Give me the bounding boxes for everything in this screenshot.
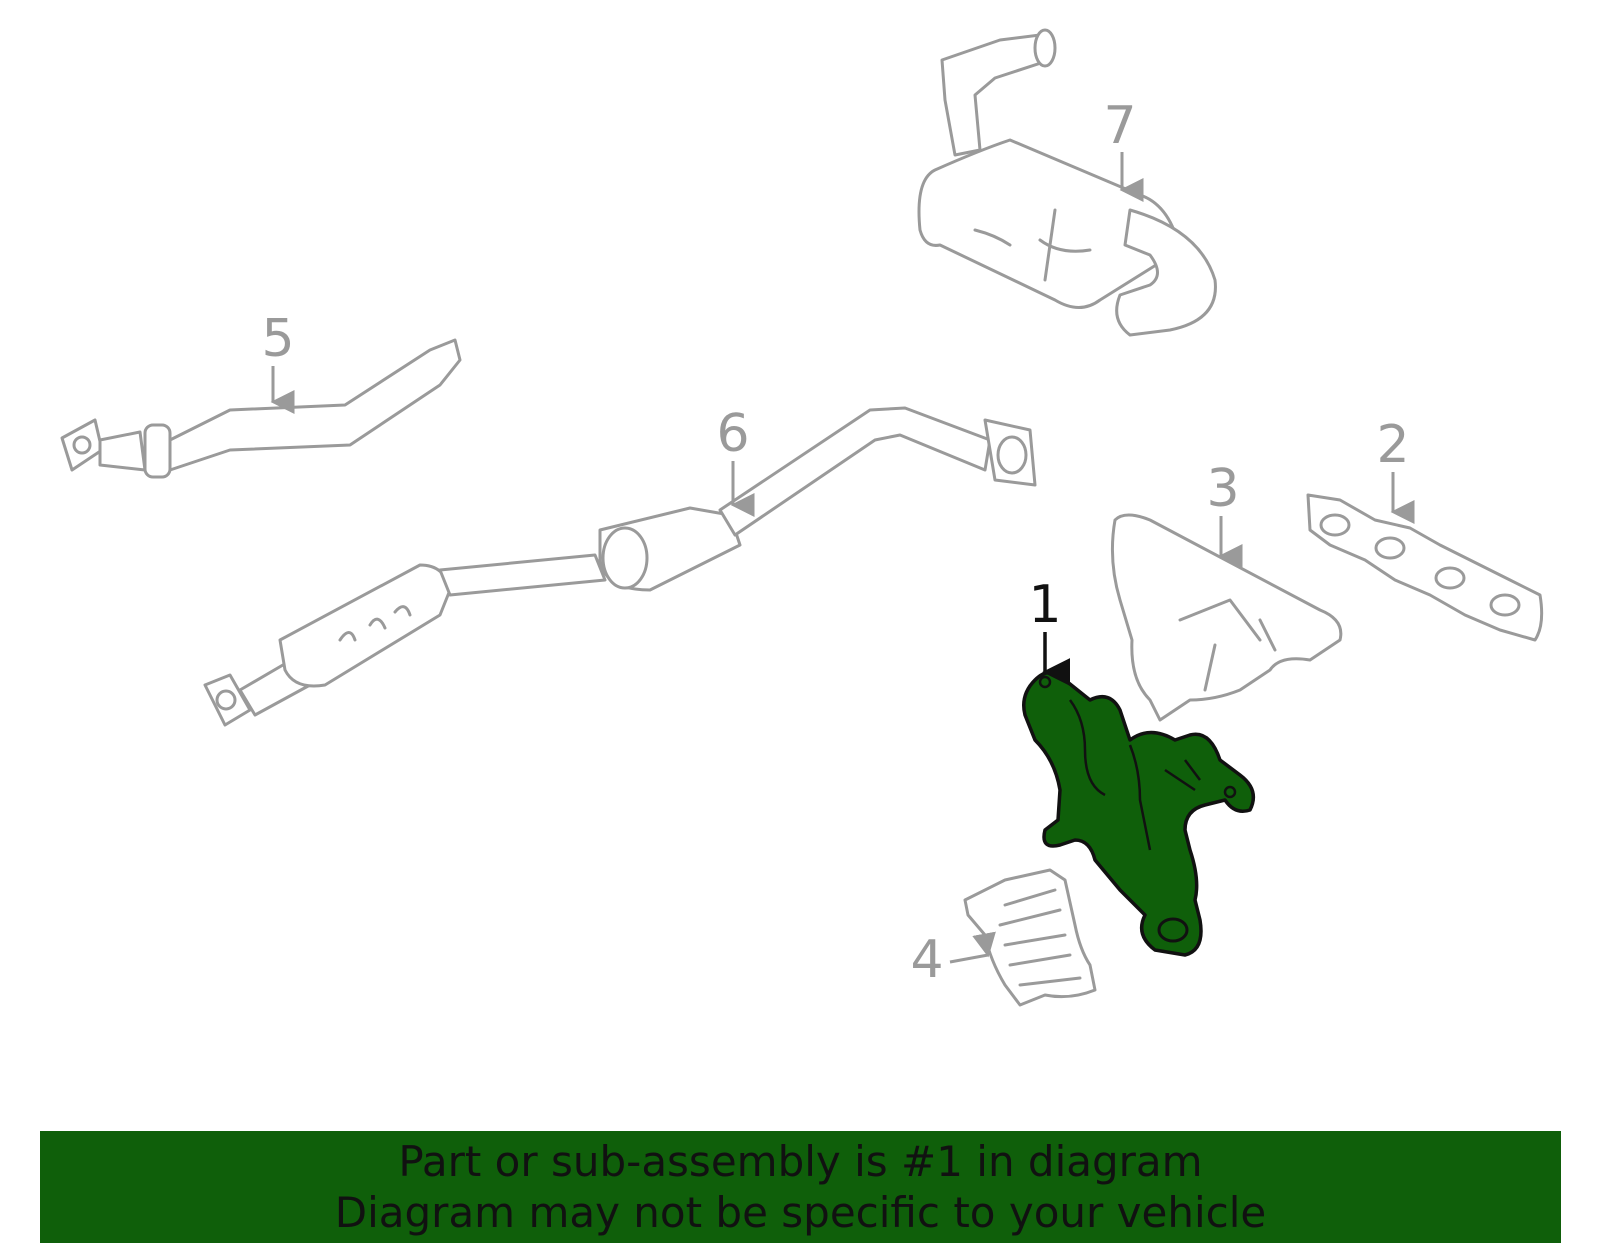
part-5-front-pipe[interactable]: [60, 338, 462, 479]
callout-4: 4: [910, 930, 943, 990]
callout-1: 1: [1028, 575, 1061, 635]
part-6-intermediate-pipe[interactable]: [203, 406, 1037, 727]
callout-3: 3: [1206, 459, 1239, 519]
part-7-muffler[interactable]: [917, 28, 1217, 337]
callout-2: 2: [1376, 415, 1409, 475]
part-2-gasket[interactable]: [1306, 493, 1544, 642]
callout-7: 7: [1103, 96, 1136, 156]
part-4-heat-shield[interactable]: [963, 868, 1097, 1007]
callout-5: 5: [261, 309, 294, 369]
part-3-heat-shield[interactable]: [1110, 513, 1343, 722]
banner-line-2: Diagram may not be specific to your vehi…: [334, 1188, 1267, 1237]
info-banner: Part or sub-assembly is #1 in diagram Di…: [40, 1131, 1561, 1243]
part-1-exhaust-manifold[interactable]: [1022, 670, 1256, 957]
info-banner-background: [40, 1131, 1561, 1243]
callout-6: 6: [716, 404, 749, 464]
banner-line-1: Part or sub-assembly is #1 in diagram: [398, 1137, 1203, 1186]
callout-4-arrow: [949, 931, 996, 964]
